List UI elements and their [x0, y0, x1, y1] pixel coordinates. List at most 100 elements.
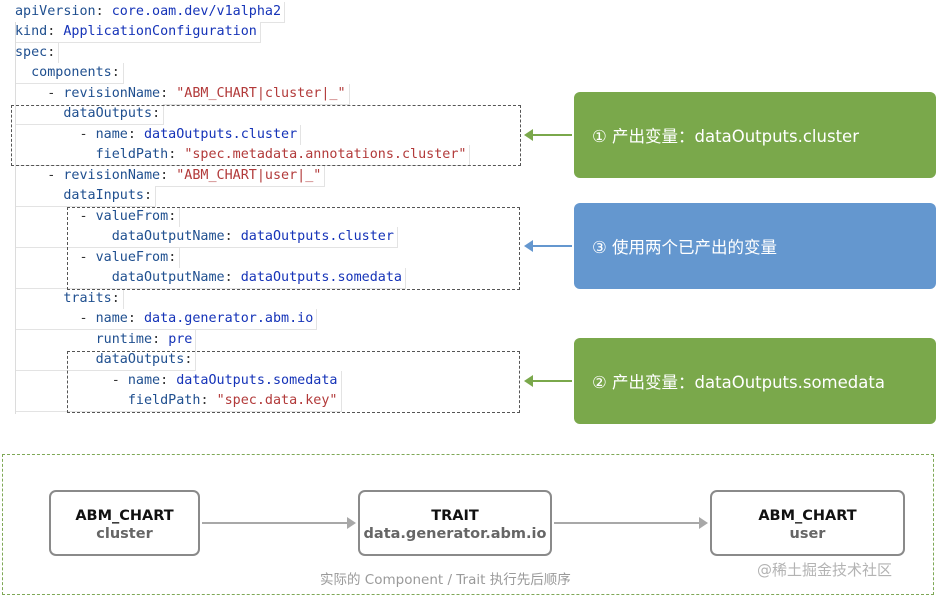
- code-token: revisionName: [63, 168, 161, 183]
- callout-output-cluster: ① 产出变量：dataOutputs.cluster: [574, 92, 936, 178]
- node-subtitle: data.generator.abm.io: [363, 526, 547, 542]
- code-token: :: [168, 250, 177, 265]
- code-token: :: [224, 270, 241, 285]
- code-indent-guide: [15, 22, 16, 414]
- flow-arrow-1: [202, 517, 356, 529]
- code-token: dataOutputs.cluster: [240, 229, 394, 244]
- code-token: dataOutputName: [15, 229, 225, 244]
- code-token: -: [15, 373, 128, 388]
- code-line: - name: data.generator.abm.io: [15, 309, 318, 330]
- node-subtitle: cluster: [96, 526, 153, 542]
- code-line: dataOutputs:: [15, 350, 197, 371]
- code-line: kind: ApplicationConfiguration: [15, 22, 261, 43]
- node-title: TRAIT: [431, 508, 479, 524]
- code-token: dataOutputs.somedata: [240, 270, 402, 285]
- code-token: dataOutputs: [15, 106, 153, 121]
- code-token: -: [15, 311, 96, 326]
- flow-node-abm-chart-user: ABM_CHART user: [710, 490, 905, 556]
- code-token: kind: [15, 24, 48, 39]
- code-token: valueFrom: [95, 209, 169, 224]
- code-token: runtime: [15, 332, 153, 347]
- code-token: :: [168, 209, 177, 224]
- code-token: ApplicationConfiguration: [63, 24, 257, 39]
- code-token: components: [15, 65, 112, 80]
- callout-use-outputs: ③ 使用两个已产出的变量: [574, 203, 936, 289]
- code-token: -: [15, 127, 96, 142]
- code-token: "spec.metadata.annotations.cluster": [184, 147, 467, 162]
- code-token: :: [184, 352, 193, 367]
- code-line: dataOutputName: dataOutputs.cluster: [15, 227, 398, 248]
- flow-arrow-2: [554, 517, 708, 529]
- code-token: -: [15, 86, 64, 101]
- watermark: @稀土掘金技术社区: [757, 561, 893, 579]
- code-token: :: [144, 188, 153, 203]
- code-token: traits: [15, 291, 112, 306]
- code-token: :: [152, 332, 169, 347]
- code-token: dataOutputName: [15, 270, 225, 285]
- code-token: dataOutputs.somedata: [176, 373, 338, 388]
- code-line: fieldPath: "spec.metadata.annotations.cl…: [15, 145, 471, 166]
- code-token: -: [15, 168, 64, 183]
- code-token: :: [111, 65, 120, 80]
- arrow-callout-1: [524, 129, 572, 141]
- highlight-box-somedata-output: [67, 351, 520, 413]
- code-token: dataInputs: [15, 188, 144, 203]
- code-token: fieldPath: [15, 393, 201, 408]
- code-token: :: [95, 4, 112, 19]
- code-line: components:: [15, 63, 124, 84]
- code-token: :: [47, 24, 64, 39]
- code-token: :: [224, 229, 241, 244]
- arrow-callout-2: [524, 375, 572, 387]
- code-token: apiVersion: [15, 4, 96, 19]
- flow-caption: 实际的 Component / Trait 执行先后顺序: [320, 572, 571, 588]
- code-token: :: [127, 311, 144, 326]
- code-token: :: [127, 127, 144, 142]
- code-token: "ABM_CHART|cluster|_": [176, 86, 346, 101]
- flow-node-abm-chart-cluster: ABM_CHART cluster: [49, 490, 200, 556]
- callout-output-somedata: ② 产出变量：dataOutputs.somedata: [574, 338, 936, 424]
- code-token: -: [15, 209, 96, 224]
- code-token: name: [127, 373, 161, 388]
- code-line: apiVersion: core.oam.dev/v1alpha2: [15, 2, 286, 23]
- code-token: :: [168, 147, 185, 162]
- highlight-box-cluster-output: [11, 105, 521, 166]
- code-token: revisionName: [63, 86, 161, 101]
- code-line: dataInputs:: [15, 186, 157, 207]
- code-token: data.generator.abm.io: [144, 311, 314, 326]
- code-line: - revisionName: "ABM_CHART|cluster|_": [15, 84, 350, 105]
- flow-node-trait: TRAIT data.generator.abm.io: [358, 490, 552, 556]
- code-line: dataOutputs:: [15, 104, 165, 125]
- code-token: fieldPath: [15, 147, 169, 162]
- code-token: dataOutputs.cluster: [144, 127, 298, 142]
- code-line: traits:: [15, 289, 124, 310]
- code-token: "ABM_CHART|user|_": [176, 168, 322, 183]
- code-line: - name: dataOutputs.somedata: [15, 371, 342, 392]
- code-token: valueFrom: [95, 250, 169, 265]
- highlight-box-data-inputs: [67, 207, 520, 290]
- code-token: pre: [168, 332, 193, 347]
- code-line: fieldPath: "spec.data.key": [15, 391, 342, 412]
- arrow-callout-3: [524, 240, 572, 252]
- code-token: :: [47, 45, 56, 60]
- code-token: "spec.data.key": [216, 393, 338, 408]
- code-line: - valueFrom:: [15, 248, 181, 269]
- code-token: :: [111, 291, 120, 306]
- code-token: :: [160, 86, 177, 101]
- code-token: :: [200, 393, 217, 408]
- node-title: ABM_CHART: [75, 508, 174, 524]
- code-token: -: [15, 250, 96, 265]
- code-token: spec: [15, 45, 48, 60]
- code-token: :: [152, 106, 161, 121]
- code-token: name: [95, 127, 128, 142]
- code-token: core.oam.dev/v1alpha2: [111, 4, 282, 19]
- code-line: dataOutputName: dataOutputs.somedata: [15, 268, 406, 289]
- node-subtitle: user: [789, 526, 826, 542]
- execution-order-panel: [2, 454, 934, 595]
- code-line: runtime: pre: [15, 330, 197, 351]
- code-line: spec:: [15, 43, 60, 64]
- code-token: name: [95, 311, 128, 326]
- node-title: ABM_CHART: [758, 508, 857, 524]
- code-line: - revisionName: "ABM_CHART|user|_": [15, 166, 326, 187]
- code-token: :: [160, 168, 177, 183]
